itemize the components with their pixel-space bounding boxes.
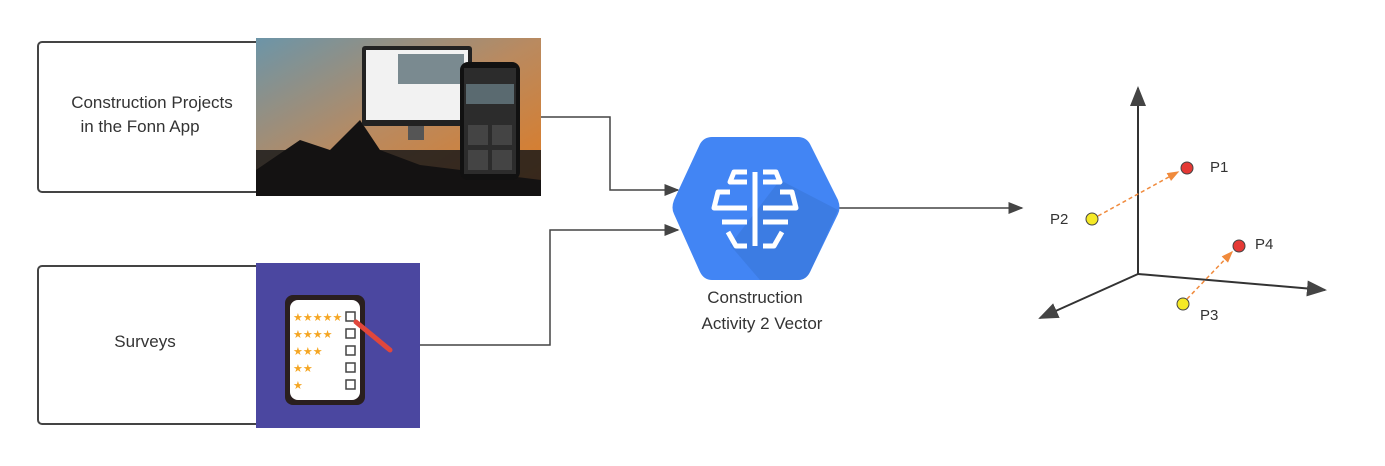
survey-icon: ★★★★★ ★★★★ ★★★ ★★ ★: [256, 263, 420, 428]
point-p4: [1232, 239, 1246, 253]
input-label-line: Construction Projects: [71, 93, 233, 112]
point-label: P3: [1200, 307, 1218, 324]
svg-text:★★★★: ★★★★: [293, 329, 333, 341]
relation-arrow: [1097, 171, 1180, 217]
model-label-line: Construction: [707, 288, 802, 307]
input-label-line: in the Fonn App: [80, 117, 199, 136]
axis-y: [1038, 273, 1139, 319]
vector-space-plot: P1 P2 P3 P4: [1038, 86, 1327, 324]
point-p2: [1085, 212, 1099, 226]
input-label-line: Surveys: [114, 332, 175, 351]
svg-text:★★: ★★: [293, 363, 313, 375]
point-p1: [1180, 161, 1194, 175]
model-node: Construction Activity 2 Vector: [672, 137, 840, 333]
axis-x: [1137, 273, 1327, 297]
svg-text:★★★★★: ★★★★★: [293, 312, 342, 324]
point-p3: [1176, 297, 1190, 311]
input-construction-projects: Construction Projects in the Fonn App: [37, 38, 541, 196]
svg-text:★★★: ★★★: [293, 346, 323, 358]
fonn-app-photo: [256, 38, 541, 196]
input-surveys: Surveys ★★★★★ ★★★★ ★★★ ★★ ★: [37, 263, 420, 428]
connector-arrow: [541, 116, 680, 196]
connector-arrow: [420, 224, 680, 346]
point-label: P2: [1050, 211, 1068, 228]
svg-text:★: ★: [293, 380, 303, 392]
relation-arrow: [1186, 250, 1234, 300]
model-label-line: Activity 2 Vector: [702, 314, 823, 333]
brain-icon: [711, 169, 799, 249]
point-label: P1: [1210, 159, 1228, 176]
point-label: P4: [1255, 236, 1273, 253]
